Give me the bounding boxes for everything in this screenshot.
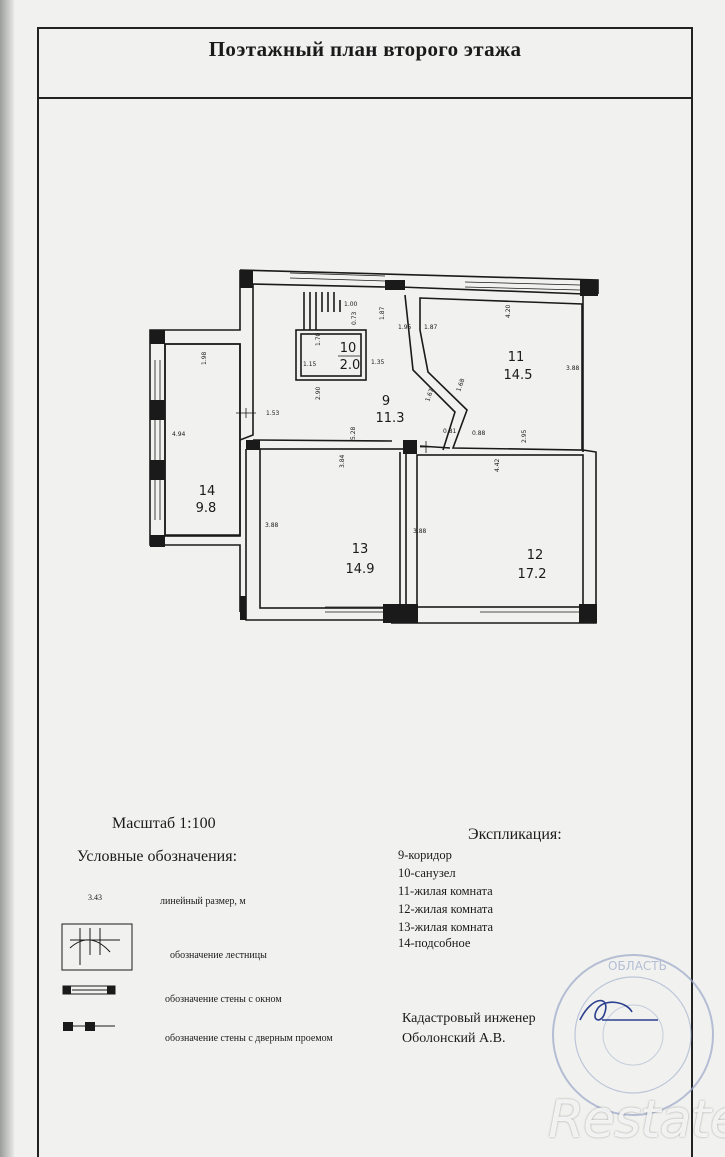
room-10-outline	[295, 329, 367, 381]
dimension-label: 3.84	[339, 454, 346, 468]
room-12-outline	[416, 454, 584, 608]
dimension-label: 3.88	[566, 365, 580, 372]
wall-segment	[150, 330, 165, 344]
dimension-label: 1.98	[201, 351, 208, 365]
wall-segment	[579, 604, 597, 623]
room-14-number: 14	[199, 484, 216, 499]
explication-item: 11-жилая комната	[398, 884, 493, 898]
room-12-area: 17.2	[518, 567, 547, 582]
inner-wall-outline	[164, 283, 585, 536]
explication-item: 14-подсобное	[398, 936, 471, 950]
dimension-label: 1.67	[424, 388, 435, 403]
explication-item: 9-коридор	[398, 848, 452, 862]
engineer-title: Кадастровый инженер	[402, 1011, 536, 1026]
legend-stairs-label: обозначение лестницы	[170, 950, 267, 961]
dimension-label: 1.87	[379, 306, 386, 320]
dimension-label: 1.95	[398, 324, 412, 331]
legend-window-wall-label: обозначение стены с окном	[165, 994, 282, 1005]
room-10-inner	[300, 333, 362, 377]
room-11-number: 11	[508, 350, 525, 365]
watermark-logo: Restate	[548, 1090, 725, 1150]
drawing-frame	[37, 27, 693, 1157]
dimension-label: 0.81	[443, 428, 457, 435]
legend-dimension-label: линейный размер, м	[160, 896, 246, 907]
corridor-line	[252, 439, 451, 449]
page-title: Поэтажный план второго этажа	[208, 37, 522, 61]
room-10-area: 2.0	[340, 358, 361, 373]
room-11-outline	[419, 297, 583, 451]
dimension-label: 1.00	[344, 301, 358, 308]
room-10-number: 10	[340, 341, 357, 356]
document-sheet	[6, 0, 725, 1157]
stair-lines	[303, 292, 341, 330]
room-13-area: 14.9	[346, 562, 375, 577]
scale-label: Масштаб 1:100	[112, 815, 216, 832]
svg-text:ОБЛАСТЬ: ОБЛАСТЬ	[608, 959, 667, 973]
explication-title: Экспликация:	[468, 826, 562, 843]
dimension-label: 1.15	[303, 361, 317, 368]
page-shadow	[0, 0, 14, 1157]
room-11-area: 14.5	[504, 368, 533, 383]
dimension-label: 3.88	[413, 528, 427, 535]
wall-segment	[580, 280, 598, 296]
dimension-label: 1.53	[266, 410, 280, 417]
dimension-label: 4.20	[505, 304, 512, 318]
dimension-label: 4.94	[172, 431, 186, 438]
dimension-label: 2.90	[315, 386, 322, 400]
explication-item: 12-жилая комната	[398, 902, 494, 916]
dimension-label: 5.28	[350, 426, 357, 440]
dimension-label: 0.88	[472, 430, 486, 437]
dimension-label: 1.70	[315, 332, 322, 346]
dimension-label: 1.35	[371, 359, 385, 366]
room-14-area: 9.8	[196, 501, 217, 516]
dimension-label: 2.95	[521, 429, 528, 443]
room-12-number: 12	[527, 548, 544, 563]
wall-segment	[150, 400, 165, 420]
wall-segment	[383, 604, 418, 623]
room-13-wall	[245, 449, 401, 621]
wall-segment	[150, 460, 165, 480]
dimension-label: 4.42	[494, 458, 501, 472]
corridor-diagonal	[404, 294, 456, 451]
signature	[579, 999, 658, 1021]
dimension-label: 1.87	[424, 324, 438, 331]
legend-title: Условные обозначения:	[77, 848, 238, 865]
wall-segment	[150, 535, 165, 547]
official-stamp: ОБЛАСТЬ	[552, 954, 714, 1116]
wall-segment	[240, 270, 253, 288]
title-block	[37, 27, 693, 99]
room-13-outline	[259, 448, 407, 609]
wall-segment	[385, 280, 405, 290]
explication-item: 10-санузел	[398, 866, 456, 880]
dimension-label: 3.88	[265, 522, 279, 529]
room-9-number: 9	[382, 394, 390, 409]
dimension-label: 1.68	[455, 378, 466, 393]
stairs-symbol	[61, 923, 133, 971]
legend-sample-value: 3.43	[88, 893, 102, 902]
wall-segment	[240, 596, 246, 620]
room-14-outline	[164, 343, 241, 537]
room-9-area: 11.3	[376, 411, 405, 426]
dimension-label: 0.73	[351, 311, 358, 325]
wall-segment	[403, 440, 417, 454]
room-13-number: 13	[352, 542, 369, 557]
wall-segment	[246, 440, 260, 450]
engineer-name: Оболонский А.В.	[402, 1031, 506, 1046]
legend-door-wall-label: обозначение стены с дверным проемом	[165, 1033, 333, 1044]
explication-item: 13-жилая комната	[398, 920, 494, 934]
